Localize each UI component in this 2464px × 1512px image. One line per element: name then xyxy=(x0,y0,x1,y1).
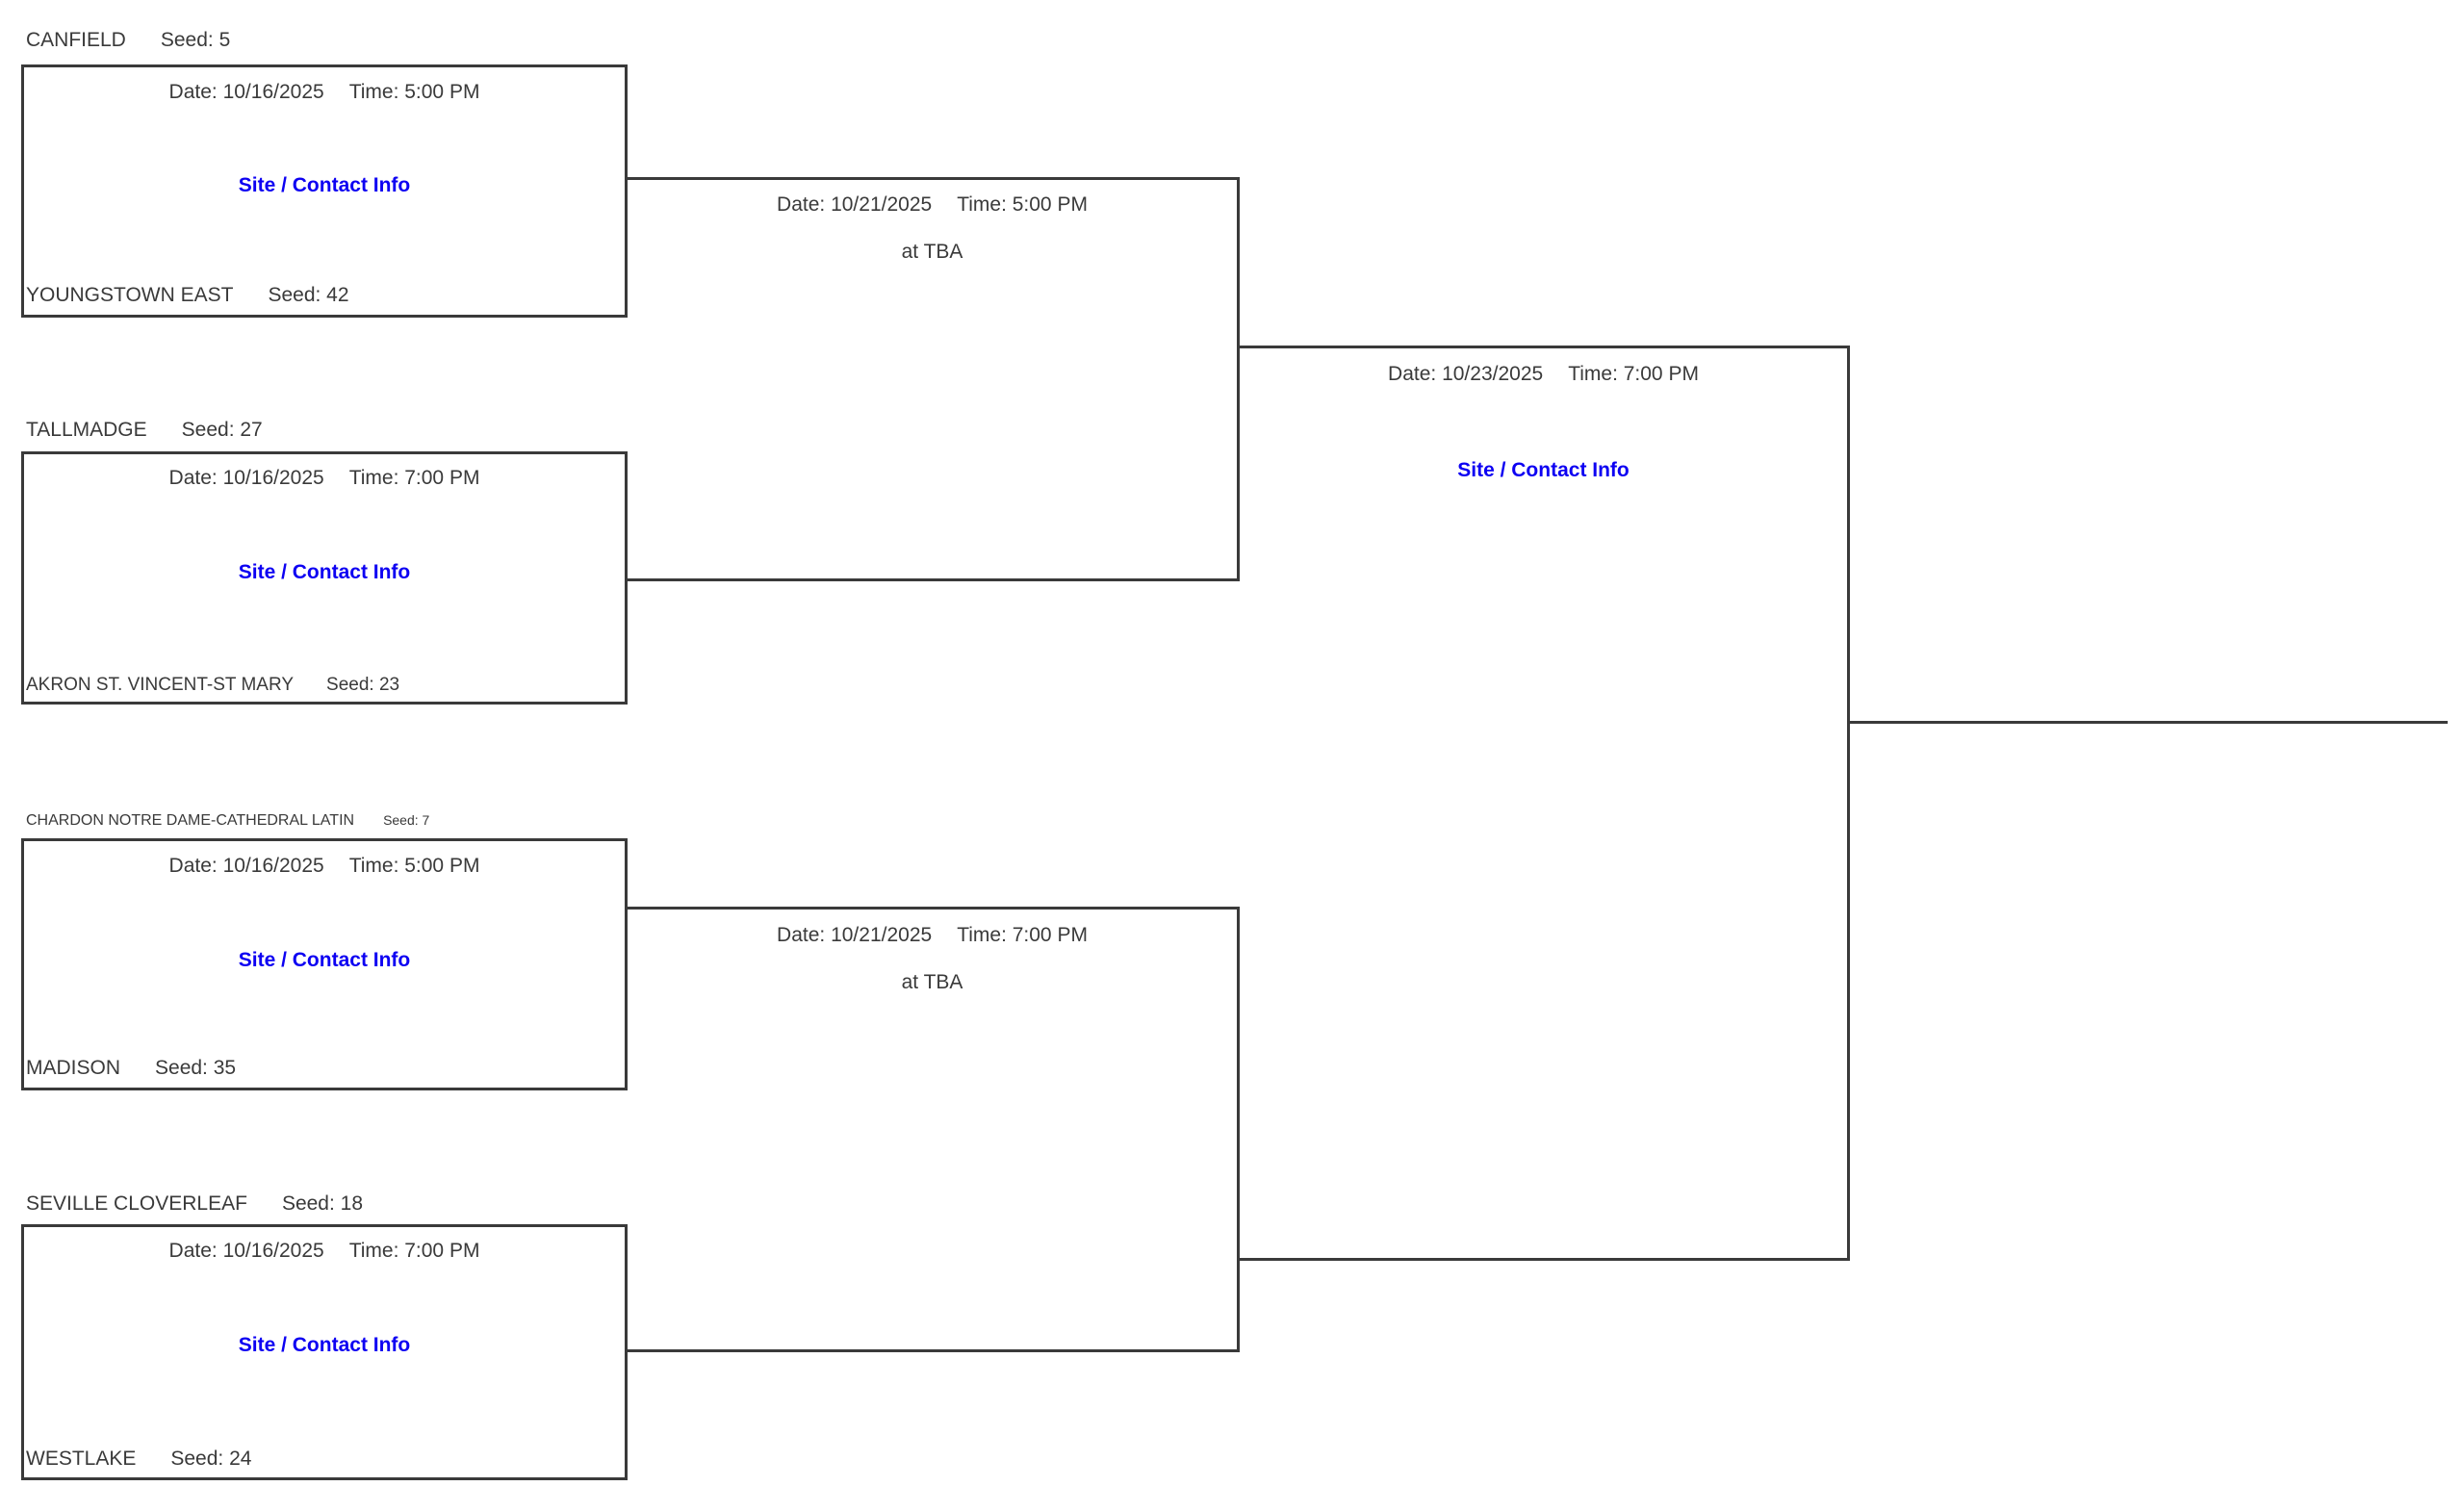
round1-game4-site-link[interactable]: Site / Contact Info xyxy=(238,1334,411,1356)
team-name: CHARDON NOTRE DAME-CATHEDRAL LATIN xyxy=(26,812,355,829)
round1-game2-box xyxy=(21,451,628,705)
game-date: Date: 10/21/2025 xyxy=(777,193,933,216)
winner-advancement-line xyxy=(1847,721,2448,724)
team-name: AKRON ST. VINCENT-ST MARY xyxy=(26,675,295,695)
round2-game1-box xyxy=(628,177,1240,581)
game-date: Date: 10/16/2025 xyxy=(168,855,324,877)
team-seed: Seed: 24 xyxy=(170,1448,252,1470)
team-name: SEVILLE CLOVERLEAF xyxy=(26,1192,247,1215)
team-madison: MADISON Seed: 35 xyxy=(26,1056,236,1081)
team-tallmadge: TALLMADGE Seed: 27 xyxy=(26,418,263,443)
round3-game-box xyxy=(1237,346,1850,1261)
game-time: Time: 7:00 PM xyxy=(348,1240,480,1262)
game-date: Date: 10/16/2025 xyxy=(168,81,324,103)
team-chardon-notre-dame-cathedral-latin: CHARDON NOTRE DAME-CATHEDRAL LATIN Seed:… xyxy=(26,807,429,833)
game-time: Time: 5:00 PM xyxy=(348,81,480,103)
round2-game2-datetime: Date: 10/21/2025 Time: 7:00 PM xyxy=(628,923,1237,948)
team-name: YOUNGSTOWN EAST xyxy=(26,284,234,306)
round1-game3-site-link[interactable]: Site / Contact Info xyxy=(238,949,411,971)
round2-game2-venue: at TBA xyxy=(901,971,963,993)
round1-game2-site-link[interactable]: Site / Contact Info xyxy=(238,561,411,583)
team-seed: Seed: 42 xyxy=(268,284,349,306)
team-seed: Seed: 18 xyxy=(281,1192,364,1215)
round1-game3-box xyxy=(21,838,628,1090)
team-seville-cloverleaf: SEVILLE CLOVERLEAF Seed: 18 xyxy=(26,1192,363,1217)
round2-game1-datetime: Date: 10/21/2025 Time: 5:00 PM xyxy=(628,192,1237,218)
team-seed: Seed: 35 xyxy=(155,1057,237,1079)
game-time: Time: 7:00 PM xyxy=(1568,363,1699,385)
team-name: CANFIELD xyxy=(26,29,126,51)
game-time: Time: 7:00 PM xyxy=(957,924,1088,946)
round1-game1-box xyxy=(21,64,628,318)
game-date: Date: 10/23/2025 xyxy=(1388,363,1544,385)
game-time: Time: 5:00 PM xyxy=(348,855,480,877)
round1-game1-datetime: Date: 10/16/2025 Time: 5:00 PM xyxy=(21,80,628,105)
team-seed: Seed: 27 xyxy=(181,419,263,441)
round2-game2-box xyxy=(628,907,1240,1352)
team-name: TALLMADGE xyxy=(26,419,147,441)
team-seed: Seed: 7 xyxy=(383,812,430,828)
round3-game-site-link[interactable]: Site / Contact Info xyxy=(1457,459,1630,481)
game-date: Date: 10/16/2025 xyxy=(168,467,324,489)
team-canfield: CANFIELD Seed: 5 xyxy=(26,28,230,53)
game-time: Time: 5:00 PM xyxy=(957,193,1088,216)
team-seed: Seed: 23 xyxy=(326,675,400,695)
round1-game4-datetime: Date: 10/16/2025 Time: 7:00 PM xyxy=(21,1239,628,1264)
team-name: MADISON xyxy=(26,1057,121,1079)
round1-game2-datetime: Date: 10/16/2025 Time: 7:00 PM xyxy=(21,466,628,491)
team-name: WESTLAKE xyxy=(26,1448,137,1470)
team-westlake: WESTLAKE Seed: 24 xyxy=(26,1447,251,1472)
round1-game3-datetime: Date: 10/16/2025 Time: 5:00 PM xyxy=(21,854,628,879)
round1-game1-site-link[interactable]: Site / Contact Info xyxy=(238,174,411,196)
team-youngstown-east: YOUNGSTOWN EAST Seed: 42 xyxy=(26,283,349,308)
team-seed: Seed: 5 xyxy=(160,29,231,51)
round1-game4-box xyxy=(21,1224,628,1480)
team-akron-st-vincent-st-mary: AKRON ST. VINCENT-ST MARY Seed: 23 xyxy=(26,673,399,698)
game-date: Date: 10/21/2025 xyxy=(777,924,933,946)
game-time: Time: 7:00 PM xyxy=(348,467,480,489)
round3-game-datetime: Date: 10/23/2025 Time: 7:00 PM xyxy=(1237,362,1850,387)
game-date: Date: 10/16/2025 xyxy=(168,1240,324,1262)
round2-game1-venue: at TBA xyxy=(901,241,963,263)
